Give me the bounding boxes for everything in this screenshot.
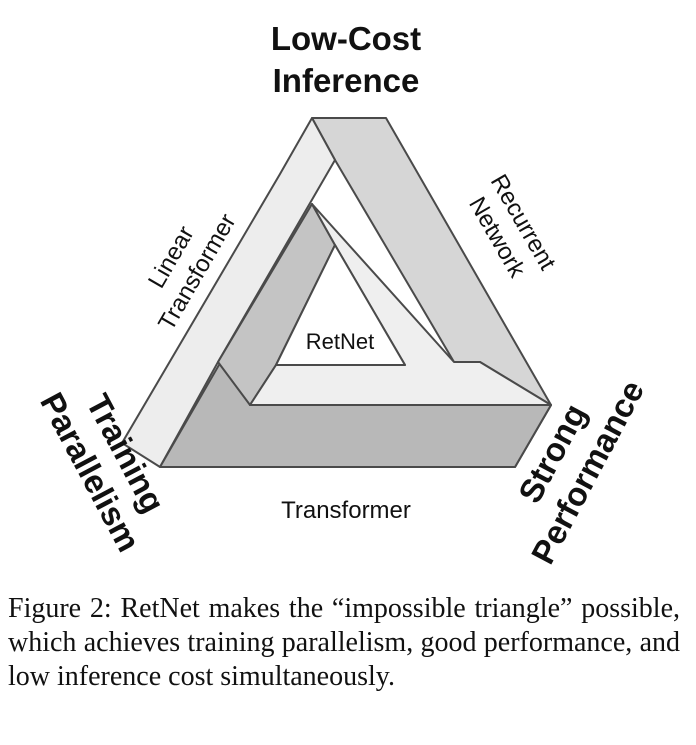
center-hole — [275, 244, 406, 366]
top-vertex-label: Low-Cost Inference — [271, 20, 421, 99]
impossible-triangle-diagram: RetNet Low-Cost Inference Linear Transfo… — [33, 20, 651, 570]
triangle-shape — [121, 117, 552, 468]
figure-caption: Figure 2: RetNet makes the “impossible t… — [8, 593, 680, 692]
center-label: RetNet — [306, 329, 374, 354]
top-vertex-line-1: Low-Cost — [271, 20, 421, 57]
bottom-edge-label: Transformer — [281, 497, 411, 524]
top-vertex-line-2: Inference — [273, 62, 420, 99]
